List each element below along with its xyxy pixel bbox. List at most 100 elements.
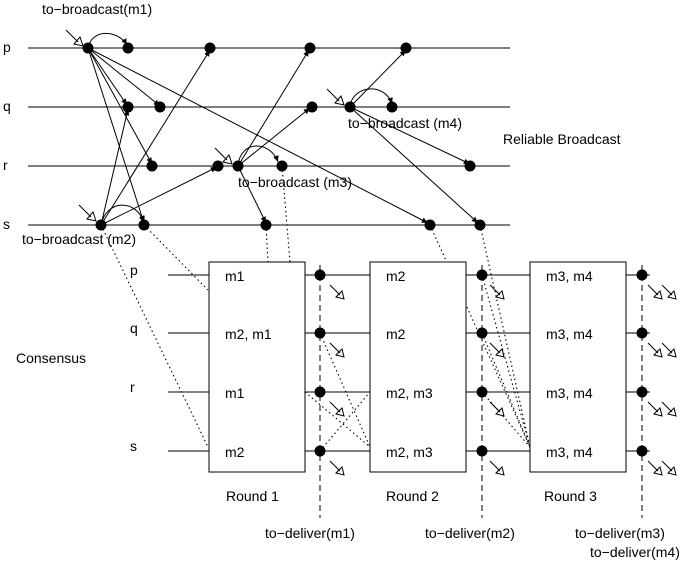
- decision-dot: [636, 445, 648, 457]
- process-label-q: q: [3, 98, 11, 114]
- dotted-link: [319, 332, 371, 448]
- proposal-q-round-1: m2, m1: [225, 326, 272, 342]
- deliver-arrow-icon: [647, 342, 663, 358]
- event-label-m3: to−broadcast (m3): [238, 174, 352, 190]
- invoke-arrow-m2: [78, 204, 97, 222]
- round-1-rect: [208, 261, 306, 473]
- proposal-s-round-2: m2, m3: [386, 444, 433, 460]
- broadcast-message-arrows: [87, 32, 479, 226]
- decision-dot: [314, 386, 326, 398]
- deliver-arrow-icon: [329, 401, 345, 417]
- m1-to-q2-arrow: [87, 47, 161, 107]
- decision-dot: [476, 386, 488, 398]
- m3-to-p-arrow: [237, 49, 310, 167]
- event-dot: [344, 101, 356, 113]
- consensus-process-labels: p q r s: [130, 262, 138, 454]
- round-2-label: Round 2: [386, 488, 439, 504]
- decision-events: [314, 269, 648, 457]
- event-dot: [304, 42, 316, 54]
- deliver-label-m1: to−deliver(m1): [265, 525, 355, 541]
- dotted-link: [100, 224, 209, 448]
- m4-to-r-arrow: [349, 106, 471, 165]
- deliver-arrow-icon: [329, 284, 345, 300]
- round-3-rect: [529, 261, 627, 473]
- m1-to-r-arrow: [87, 47, 153, 165]
- proposal-p-round-2: m2: [386, 268, 406, 284]
- decision-dot: [314, 327, 326, 339]
- m1-to-q-arrow: [87, 47, 128, 106]
- invoke-arrow-m3: [214, 147, 233, 165]
- proposal-p-round-1: m1: [225, 268, 245, 284]
- event-dot: [306, 101, 318, 113]
- event-dot: [204, 42, 216, 54]
- deliver-arrow-icon: [661, 401, 677, 417]
- dotted-link: [481, 391, 531, 448]
- m4-to-s-arrow: [349, 106, 479, 224]
- m3-to-s-arrow: [237, 165, 267, 224]
- event-dot: [232, 160, 244, 172]
- event-dot: [386, 101, 398, 113]
- m1-to-s-late-arrow: [87, 47, 429, 224]
- proposal-r-round-3: m3, m4: [546, 385, 593, 401]
- dotted-link: [319, 391, 371, 452]
- process-label-p: p: [3, 39, 11, 55]
- event-dot: [212, 160, 224, 172]
- dotted-link: [265, 224, 269, 263]
- m4-to-p-arrow: [349, 49, 407, 108]
- process-label-r: r: [3, 157, 8, 173]
- round-1-label: Round 1: [226, 488, 279, 504]
- deliver-label-m4: to−deliver(m4): [590, 544, 680, 560]
- broadcast-process-labels: p q r s: [3, 39, 11, 232]
- dotted-link: [304, 391, 371, 448]
- consensus-label: Consensus: [16, 350, 86, 366]
- proposal-q-round-3: m3, m4: [546, 326, 593, 342]
- event-label-m2: to−broadcast (m2): [22, 231, 136, 247]
- proposal-p-round-3: m3, m4: [546, 268, 593, 284]
- process-label-s: s: [3, 216, 10, 232]
- event-dot: [400, 42, 412, 54]
- reliable-broadcast-label: Reliable Broadcast: [503, 131, 621, 147]
- m1-self-arrow: [87, 32, 128, 49]
- event-label-m4: to−broadcast (m4): [348, 115, 462, 131]
- dotted-link: [479, 224, 531, 448]
- deliver-arrow-icon: [647, 284, 663, 300]
- decision-dot: [476, 445, 488, 457]
- decision-dot: [636, 269, 648, 281]
- deliver-arrow-icon: [661, 342, 677, 358]
- proposal-q-round-2: m2: [386, 326, 406, 342]
- deliver-arrow-icon: [329, 460, 345, 476]
- round-2-box: m2 m2 m2, m3 m2, m3: [369, 261, 467, 473]
- dotted-link: [481, 332, 531, 448]
- deliver-arrow-icon: [489, 284, 505, 300]
- deliver-arrow-icon: [661, 284, 677, 300]
- proposal-s-round-3: m3, m4: [546, 444, 593, 460]
- m3-to-q-arrow: [237, 107, 311, 167]
- event-dot: [122, 42, 134, 54]
- consensus-label-q: q: [130, 320, 138, 336]
- deliver-arrow-icon: [647, 401, 663, 417]
- event-dot: [82, 42, 94, 54]
- round-1-box: m1 m2, m1 m1 m2: [208, 261, 306, 473]
- event-dot: [154, 101, 166, 113]
- delivery-dashed-lines: [319, 265, 643, 518]
- consensus-label-r: r: [130, 379, 135, 395]
- m2-to-p-arrow: [100, 49, 211, 226]
- m2-to-r-arrow: [100, 166, 218, 226]
- deliver-arrow-icon: [647, 460, 663, 476]
- m4-self-arrow: [349, 88, 393, 108]
- deliver-arrow-icon: [329, 342, 345, 358]
- decision-dot: [314, 445, 326, 457]
- decision-dot: [476, 327, 488, 339]
- round-3-box: m3, m4 m3, m4 m3, m4 m3, m4: [529, 261, 627, 473]
- delivery-markers: [329, 284, 677, 476]
- m1-to-s-arrow: [87, 47, 145, 224]
- decision-dot: [314, 269, 326, 281]
- deliver-label-m3: to−deliver(m3): [575, 525, 665, 541]
- m2-self-arrow: [100, 204, 145, 226]
- deliver-label-m2: to−deliver(m2): [425, 525, 515, 541]
- decision-dot: [636, 386, 648, 398]
- event-dot: [146, 160, 158, 172]
- round-2-rect: [369, 261, 467, 473]
- invoke-arrow-m4: [326, 88, 345, 106]
